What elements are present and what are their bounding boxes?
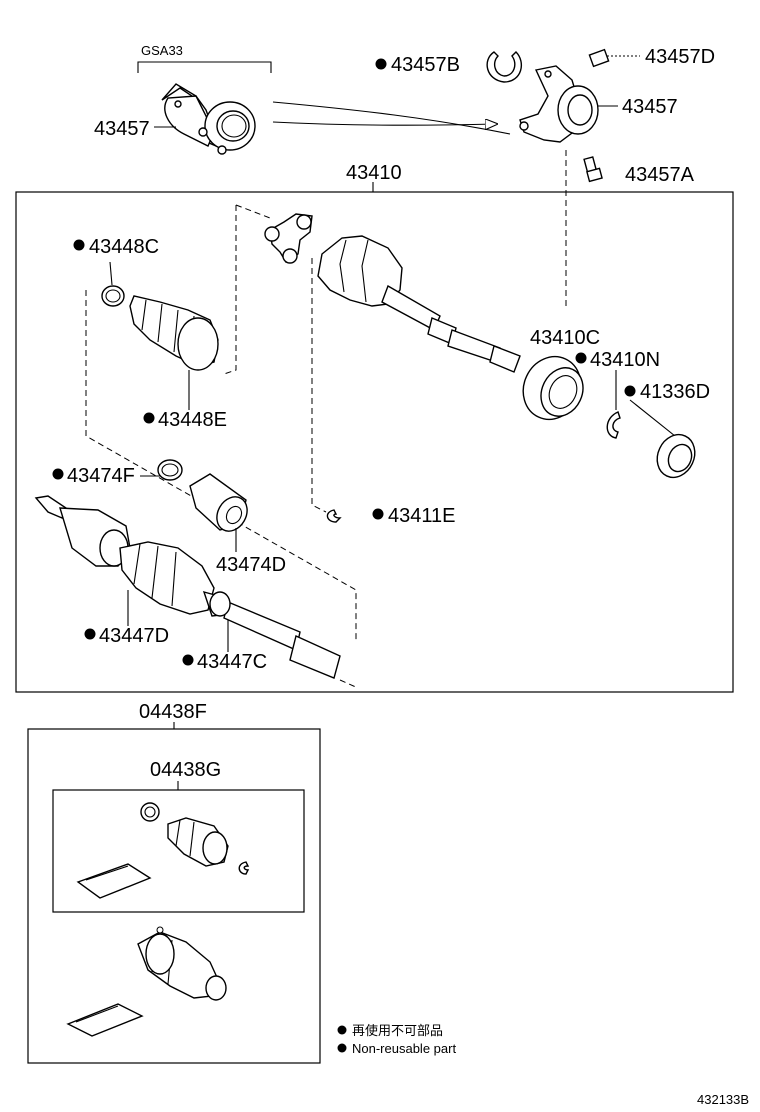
dash-guide-1 [223,205,237,375]
arrow-line-lower [272,122,496,125]
assembly-43410-box [15,191,734,693]
bearing-bracket-left-part[interactable] [161,83,256,155]
label-41336d: 41336D [640,381,710,403]
inboard-joint-shaft-part[interactable] [317,235,521,373]
kit-g-band-clamp-part[interactable] [140,802,160,822]
non-reusable-dot-43447d [84,628,96,640]
legend-dot-en [337,1043,347,1053]
bearing-43410c-part[interactable] [513,347,591,429]
non-reusable-dot-43448e [143,412,155,424]
damper-43474d-part[interactable] [189,473,253,537]
label-43410c: 43410C [530,327,600,349]
gsa33-bracket [137,61,272,73]
label-43474f: 43474F [67,465,135,487]
non-reusable-dot-43447c [182,654,194,666]
non-reusable-dot-43411e [372,508,384,520]
legend-dot-jp [337,1025,347,1035]
label-43457-right: 43457 [622,96,678,118]
bolt-43457d-part[interactable] [588,48,640,68]
dash-guide-5 [339,679,359,689]
gsa33-label: GSA33 [141,43,183,58]
label-43448e: 43448E [158,409,227,431]
label-43411e: 43411E [388,505,455,527]
leader-43448c [109,261,113,286]
legend-text-jp: 再使用不可部品 [352,1023,443,1038]
bolt-43457a-part[interactable] [583,156,603,183]
kit-g-grease-pack-part[interactable] [76,863,152,899]
boot-kit-04438g-box [52,789,305,913]
label-43457b: 43457B [391,54,460,76]
tripod-joint-part[interactable] [264,213,313,264]
label-43410n: 43410N [590,349,660,371]
non-reusable-dot-41336d [624,385,636,397]
boot-kit-04438f-box [27,728,321,1064]
dash-guide-2 [235,204,271,219]
arrow-line-upper [272,101,511,135]
snap-ring-43411e-part[interactable] [326,509,342,523]
label-43457-left: 43457 [94,118,150,140]
outboard-joint-shaft-part[interactable] [34,495,341,679]
non-reusable-dot-43410n [575,352,587,364]
label-43448c: 43448C [89,236,159,258]
non-reusable-dot-43474f [52,468,64,480]
leader-41336d [629,399,681,441]
non-reusable-dot-43457b [375,58,387,70]
bearing-bracket-right-part[interactable] [519,65,599,143]
snap-ring-43410n-part[interactable] [606,411,621,439]
figure-id: 432133B [697,1092,749,1107]
non-reusable-dot-43448c [73,239,85,251]
oil-seal-41336d-part[interactable] [650,428,701,483]
label-43457d: 43457D [645,46,715,68]
label-04438g: 04438G [150,759,221,781]
kit-f-boot-part[interactable] [137,926,227,1001]
snap-ring-43457b-part[interactable] [486,51,523,83]
label-43474d: 43474D [216,554,286,576]
band-clamp-43474f-part[interactable] [157,459,183,481]
kit-g-boot-part[interactable] [167,817,229,867]
band-clamp-43448c-part[interactable] [101,285,125,307]
dash-guide-4 [311,258,327,513]
label-43410: 43410 [346,162,402,184]
kit-f-grease-pack-part[interactable] [66,1003,144,1037]
legend-text-en: Non-reusable part [352,1041,456,1056]
label-43447d: 43447D [99,625,169,647]
kit-g-snap-ring-part[interactable] [238,861,250,875]
label-43447c: 43447C [197,651,267,673]
label-04438f: 04438F [139,701,207,723]
inboard-boot-part[interactable] [129,295,219,371]
label-43457a: 43457A [625,164,695,186]
